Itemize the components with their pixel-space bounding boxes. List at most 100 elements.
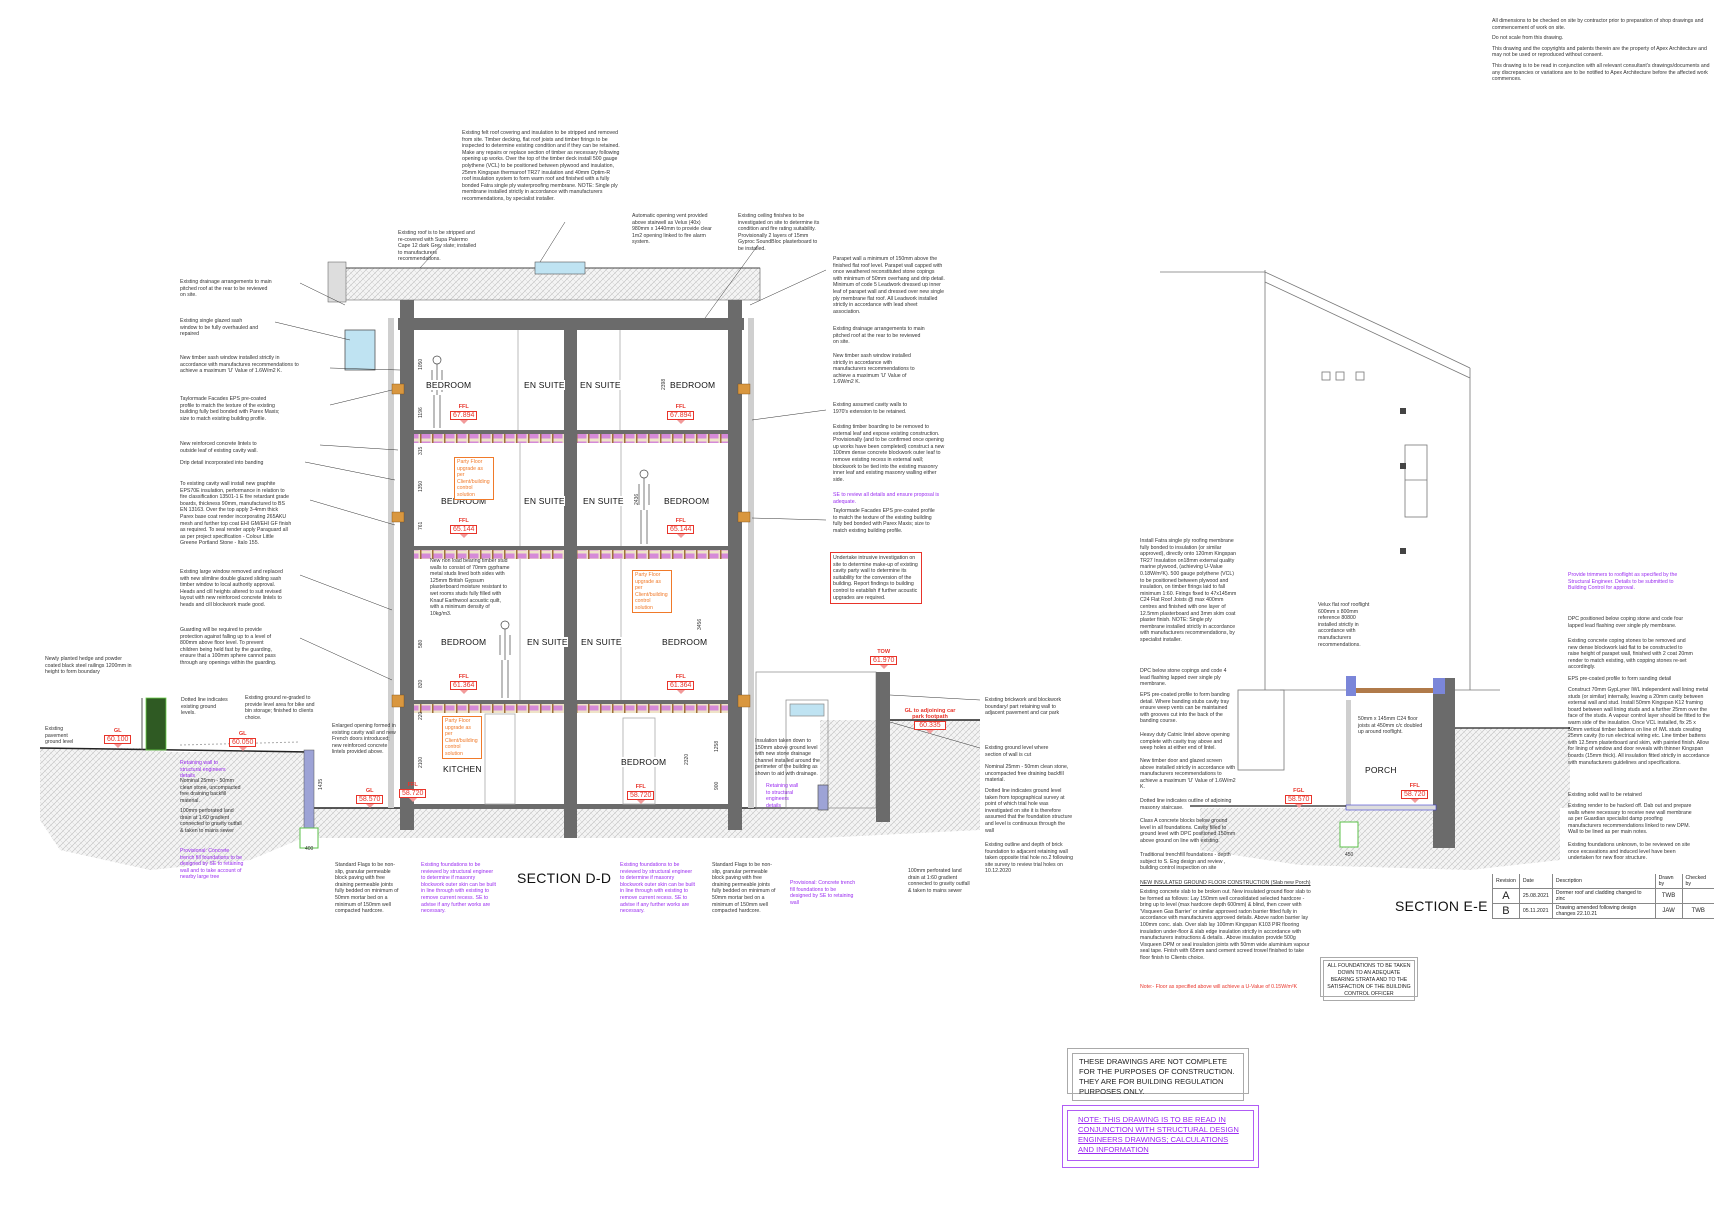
level-value: 65.144 <box>667 525 695 534</box>
annotation-note: Standard Flags to be non-slip, granular … <box>712 862 776 915</box>
foundations-text: ALL FOUNDATIONS TO BE TAKEN DOWN TO AN A… <box>1323 960 1415 1001</box>
annotation-note: Existing ground level where section of w… <box>985 745 1049 758</box>
annotation-note: Existing ceiling finishes to be investig… <box>738 213 820 252</box>
col-drawn-by: Drawn by <box>1654 874 1683 889</box>
annotation-note: Existing outline and depth of brick foun… <box>985 842 1073 875</box>
annotation-note: 50mm x 145mm C24 floor joists at 450mm c… <box>1358 716 1423 736</box>
revision-table: Revision Date Description Drawn by Check… <box>1492 874 1714 919</box>
revision-description: Drawing amended following design changes… <box>1551 903 1656 919</box>
level-value: 60.335 <box>914 721 946 730</box>
annotation-note: Retaining wall to structural engineers d… <box>180 760 226 780</box>
annotation-note: To existing cavity wall install new grap… <box>180 481 292 547</box>
annotation-note: Enlarged opening formed in existing cavi… <box>332 723 396 756</box>
structural-text: NOTE: THIS DRAWING IS TO BE READ IN CONJ… <box>1067 1110 1254 1161</box>
u-value-note: Note:- Floor as specified above will ach… <box>1140 984 1298 990</box>
annotation-note: Retaining wall to structural engineers d… <box>766 783 799 809</box>
revision-checked-by: TWB <box>1681 903 1714 919</box>
annotation-note: Existing ground re-graded to provide lev… <box>245 695 315 721</box>
revision-checked-by <box>1681 888 1714 904</box>
col-description: Description <box>1551 874 1656 889</box>
annotation-note: New timber sash window installed strictl… <box>180 355 299 375</box>
col-checked-by: Checked by <box>1681 874 1714 889</box>
dimension: 450 <box>1345 852 1354 858</box>
general-note: This drawing is to be read in conjunctio… <box>1492 62 1710 83</box>
room-label: EN SUITE <box>524 496 565 506</box>
dimension: 900 <box>714 781 720 790</box>
level-label: FFL <box>458 404 469 410</box>
annotation-note: Standard Flags to be non-slip, granular … <box>335 862 399 915</box>
level-value: 58.720 <box>399 789 427 798</box>
level-label: FGL <box>1293 788 1305 794</box>
dimension: 3456 <box>697 618 703 630</box>
annotation-note: DPC positioned below coping stone and co… <box>1568 616 1684 629</box>
eps-banding <box>391 383 751 708</box>
annotation-note: DPC below stone copings and code 4 lead … <box>1140 668 1227 688</box>
annotation-note: New timber door and glazed screen above … <box>1140 758 1236 791</box>
annotation-note: 100mm perforated land drain at 1:60 grad… <box>908 868 970 894</box>
floor-joists-insulation <box>414 434 728 713</box>
annotation-note: Existing drainage arrangements to main p… <box>180 279 272 299</box>
boundary-retaining-wall <box>876 672 890 822</box>
annotation-note: Class A concrete blocks below ground lev… <box>1140 818 1236 844</box>
not-complete-text: THESE DRAWINGS ARE NOT COMPLETE FOR THE … <box>1072 1053 1244 1101</box>
annotation-note: Existing foundations unknown, to be revi… <box>1568 842 1690 862</box>
dimension: 2320 <box>684 753 690 765</box>
annotation-note: New reinforced concrete lintels to outsi… <box>180 441 258 454</box>
level-label: FFL <box>675 404 686 410</box>
annotation-note: Existing felt roof covering and insulati… <box>462 130 620 202</box>
dimension: 761 <box>418 521 424 530</box>
annotation-note: Existing solid wall to be retained <box>1568 792 1642 798</box>
level-value: 60.100 <box>104 735 132 744</box>
level-label: TOW <box>877 649 891 655</box>
col-date: Date <box>1518 874 1553 889</box>
level-value: 58.720 <box>1401 790 1429 799</box>
level-label: FFL <box>1409 783 1420 789</box>
leader-lines <box>274 221 981 749</box>
section-ee-title: SECTION E-E <box>1395 898 1488 914</box>
annotation-note: Provide trimmers to rooflight as specifi… <box>1568 572 1678 592</box>
structural-notice: NOTE: THIS DRAWING IS TO BE READ IN CONJ… <box>1062 1105 1259 1168</box>
annotation-note: Parapet wall a minimum of 150mm above th… <box>833 256 945 315</box>
party-floor-note: Party Floor upgrade as per Client/buildi… <box>632 570 672 613</box>
general-note: All dimensions to be checked on site by … <box>1492 18 1704 31</box>
dimension: 580 <box>418 639 424 648</box>
dimension: 1196 <box>418 407 424 418</box>
annotation-note: Dotted line indicates outline of adjoini… <box>1140 798 1232 811</box>
room-label: EN SUITE <box>581 637 622 647</box>
general-note: Do not scale from this drawing. <box>1492 35 1564 42</box>
room-label: EN SUITE <box>583 496 624 506</box>
level-label: FFL <box>675 518 686 524</box>
dimension: 220 <box>418 711 424 720</box>
annotation-note: EPS pre-coated profile to form sanding d… <box>1568 676 1672 682</box>
level-value: 61.364 <box>450 681 478 690</box>
foundations-notice: ALL FOUNDATIONS TO BE TAKEN DOWN TO AN A… <box>1320 957 1418 1001</box>
annotation-note: Provisional: Concrete trench fill founda… <box>180 848 244 881</box>
annotation-note: Existing foundations to be reviewed by s… <box>421 862 496 915</box>
investigation-note: Undertake intrusive investigation on sit… <box>830 552 922 605</box>
retaining-wall-left <box>303 749 315 831</box>
dimension: 400 <box>305 846 314 852</box>
room-label: BEDROOM <box>670 380 716 390</box>
annotation-note: Traditional trenchfill foundations - dep… <box>1140 852 1231 872</box>
level-value: 60.050 <box>229 738 257 747</box>
pitched-roof-dd <box>327 261 761 303</box>
annotation-note: Velux flat roof rooflight 600mm x 800mm … <box>1318 602 1370 648</box>
annotation-note: Automatic opening vent provided above st… <box>632 213 712 246</box>
revision-date: 25.08.2021 <box>1518 888 1553 904</box>
dimension: 820 <box>418 679 424 688</box>
annotation-note: Construct 70mm GypLyner IWL independent … <box>1568 687 1710 766</box>
level-label: FFL <box>675 674 686 680</box>
level-label: GL <box>238 731 247 737</box>
room-label: BEDROOM <box>621 757 667 767</box>
annotation-note: Existing timber boarding to be removed t… <box>833 424 945 483</box>
